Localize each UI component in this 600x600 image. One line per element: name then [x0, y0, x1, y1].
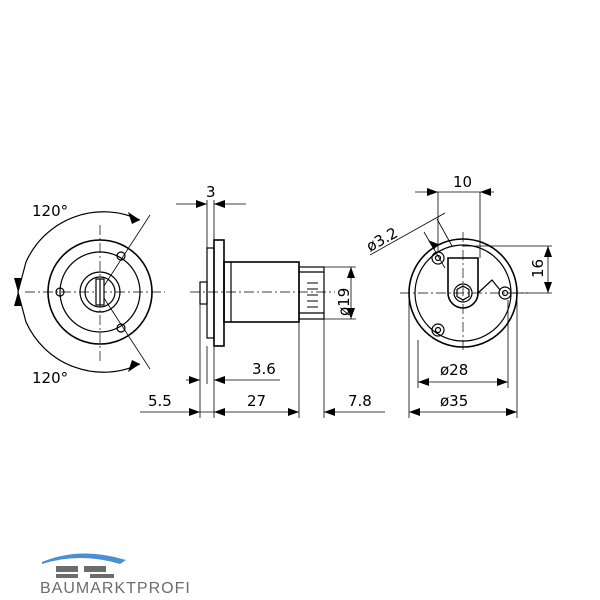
angle-arc-top — [25, 211, 141, 263]
rear-hole — [431, 323, 445, 337]
front-view: 120° 120° — [14, 202, 165, 387]
dim-length: 27 — [247, 392, 266, 410]
dim-flange: 3 — [206, 183, 216, 201]
dim-offset-y: 16 — [529, 259, 547, 278]
dim-offset-x: 10 — [453, 173, 472, 191]
side-flange — [213, 239, 225, 347]
dim-outer: ø35 — [440, 392, 468, 410]
rear-cam — [447, 257, 479, 309]
dim-bolt-circle: ø28 — [440, 361, 468, 379]
dim-front: 5.5 — [148, 392, 172, 410]
bolt-circle — [59, 251, 141, 333]
mount-hole — [116, 251, 126, 261]
angle-label-bottom: 120° — [32, 369, 68, 387]
dim-hole: ø3.2 — [363, 224, 401, 256]
rear-view: 10 ø3.2 16 ø28 ø35 — [363, 173, 552, 418]
cylinder-core — [84, 276, 116, 308]
mount-hole — [55, 287, 65, 297]
side-bolt — [298, 266, 325, 320]
brand-logo-icon — [42, 553, 126, 578]
dim-diameter-body: ø19 — [335, 288, 353, 316]
rear-hole — [431, 251, 445, 265]
angle-label-top: 120° — [32, 202, 68, 220]
brand-name: BAUMARKTPROFI — [40, 580, 191, 597]
flange-outline — [47, 239, 153, 345]
angle-arc-bottom — [25, 321, 141, 373]
side-view: 3 ø19 3.6 5.5 27 7.8 — [140, 183, 385, 418]
dim-step: 3.6 — [252, 360, 276, 378]
mount-hole — [116, 323, 126, 333]
dim-tip: 7.8 — [348, 392, 372, 410]
